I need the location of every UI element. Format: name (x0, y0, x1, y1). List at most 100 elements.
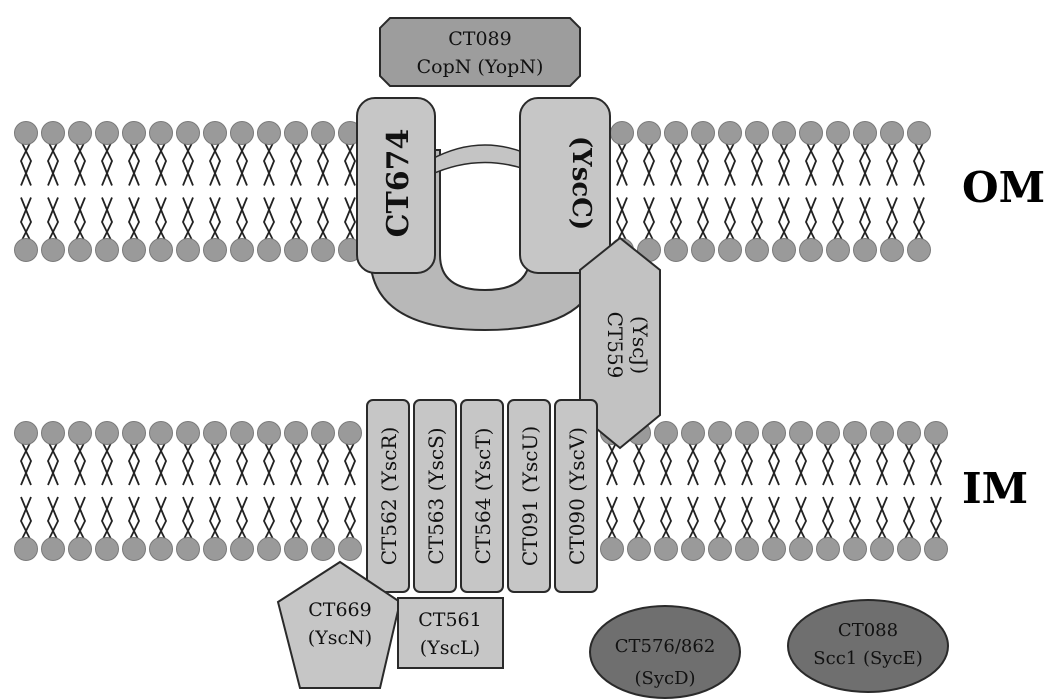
lipid-head (312, 239, 335, 262)
lipid-head (763, 422, 786, 445)
lipid-head (773, 239, 796, 262)
lipid-head (817, 422, 840, 445)
lipid-head (312, 122, 335, 145)
lipid-head (925, 422, 948, 445)
ct576-label-line2: (SycD) (634, 668, 695, 689)
lipid-head (339, 538, 362, 561)
ct091-label: CT091 (YscU) (518, 426, 542, 566)
ct090-label: CT090 (YscV) (565, 427, 589, 565)
outer-membrane-bilayer (15, 122, 931, 262)
lipid-head (42, 239, 65, 262)
lipid-head (665, 122, 688, 145)
ct561-label-line1: CT561 (418, 609, 481, 631)
ct674-label: CT674 (381, 129, 416, 238)
ct669-label-line2: (YscN) (308, 627, 372, 649)
lipid-head (854, 239, 877, 262)
lipid-head (881, 239, 904, 262)
lipid-head (800, 122, 823, 145)
lipid-head (258, 122, 281, 145)
lipid-head (69, 122, 92, 145)
ct088-syce-ellipse (788, 600, 948, 692)
lipid-head (15, 239, 38, 262)
lipid-head (123, 538, 146, 561)
lipid-head (827, 122, 850, 145)
im-label: IM (962, 464, 1028, 513)
lipid-head (817, 538, 840, 561)
ct563-label: CT563 (YscS) (424, 427, 448, 564)
lipid-head (871, 422, 894, 445)
lipid-head (123, 422, 146, 445)
lipid-head (844, 538, 867, 561)
lipid-head (285, 122, 308, 145)
lipid-head (611, 122, 634, 145)
lipid-head (231, 422, 254, 445)
lipid-head (682, 422, 705, 445)
lipid-head (790, 538, 813, 561)
lipid-head (682, 538, 705, 561)
lipid-head (871, 538, 894, 561)
lipid-head (42, 122, 65, 145)
lipid-head (231, 239, 254, 262)
lipid-head (15, 422, 38, 445)
lipid-head (177, 122, 200, 145)
lipid-head (177, 239, 200, 262)
lipid-head (773, 122, 796, 145)
ct669-label-line1: CT669 (308, 599, 371, 621)
lipid-head (96, 422, 119, 445)
lipid-head (69, 422, 92, 445)
yscc-label: (YscC) (566, 136, 596, 230)
lipid-head (790, 422, 813, 445)
lipid-head (655, 422, 678, 445)
ct562-label: CT562 (YscR) (377, 427, 401, 566)
lipid-head (258, 538, 281, 561)
lipid-head (177, 422, 200, 445)
lipid-head (339, 422, 362, 445)
lipid-head (177, 538, 200, 561)
ct089-label-line1: CT089 (448, 28, 511, 50)
lipid-head (150, 422, 173, 445)
lipid-head (96, 239, 119, 262)
lipid-head (69, 538, 92, 561)
lipid-head (231, 122, 254, 145)
lipid-head (123, 239, 146, 262)
lipid-head (898, 422, 921, 445)
lipid-head (258, 239, 281, 262)
lipid-head (69, 239, 92, 262)
lipid-head (638, 122, 661, 145)
lipid-head (908, 239, 931, 262)
lipid-head (258, 422, 281, 445)
lipid-head (709, 538, 732, 561)
lipid-head (231, 538, 254, 561)
lipid-head (285, 422, 308, 445)
lipid-head (204, 122, 227, 145)
lipid-head (655, 538, 678, 561)
lipid-head (746, 239, 769, 262)
ct089-label-line2: CopN (YopN) (417, 56, 544, 78)
lipid-head (312, 538, 335, 561)
lipid-head (881, 122, 904, 145)
lipid-head (15, 122, 38, 145)
lipid-head (719, 239, 742, 262)
lipid-head (150, 122, 173, 145)
lipid-head (898, 538, 921, 561)
ct576-label-line1: CT576/862 (615, 636, 716, 657)
lipid-head (285, 538, 308, 561)
lipid-head (908, 122, 931, 145)
ct561-label-line2: (YscL) (420, 637, 480, 659)
lipid-head (204, 239, 227, 262)
lipid-head (692, 122, 715, 145)
lipid-head (844, 422, 867, 445)
lipid-head (736, 422, 759, 445)
lipid-head (692, 239, 715, 262)
lipid-head (96, 122, 119, 145)
ct088-label-line2: Scc1 (SycE) (813, 648, 922, 669)
ct088-label-line1: CT088 (838, 620, 898, 641)
om-label: OM (962, 163, 1045, 212)
lipid-head (709, 422, 732, 445)
lipid-head (42, 422, 65, 445)
lipid-head (628, 538, 651, 561)
lipid-head (800, 239, 823, 262)
lipid-head (746, 122, 769, 145)
lipid-head (925, 538, 948, 561)
